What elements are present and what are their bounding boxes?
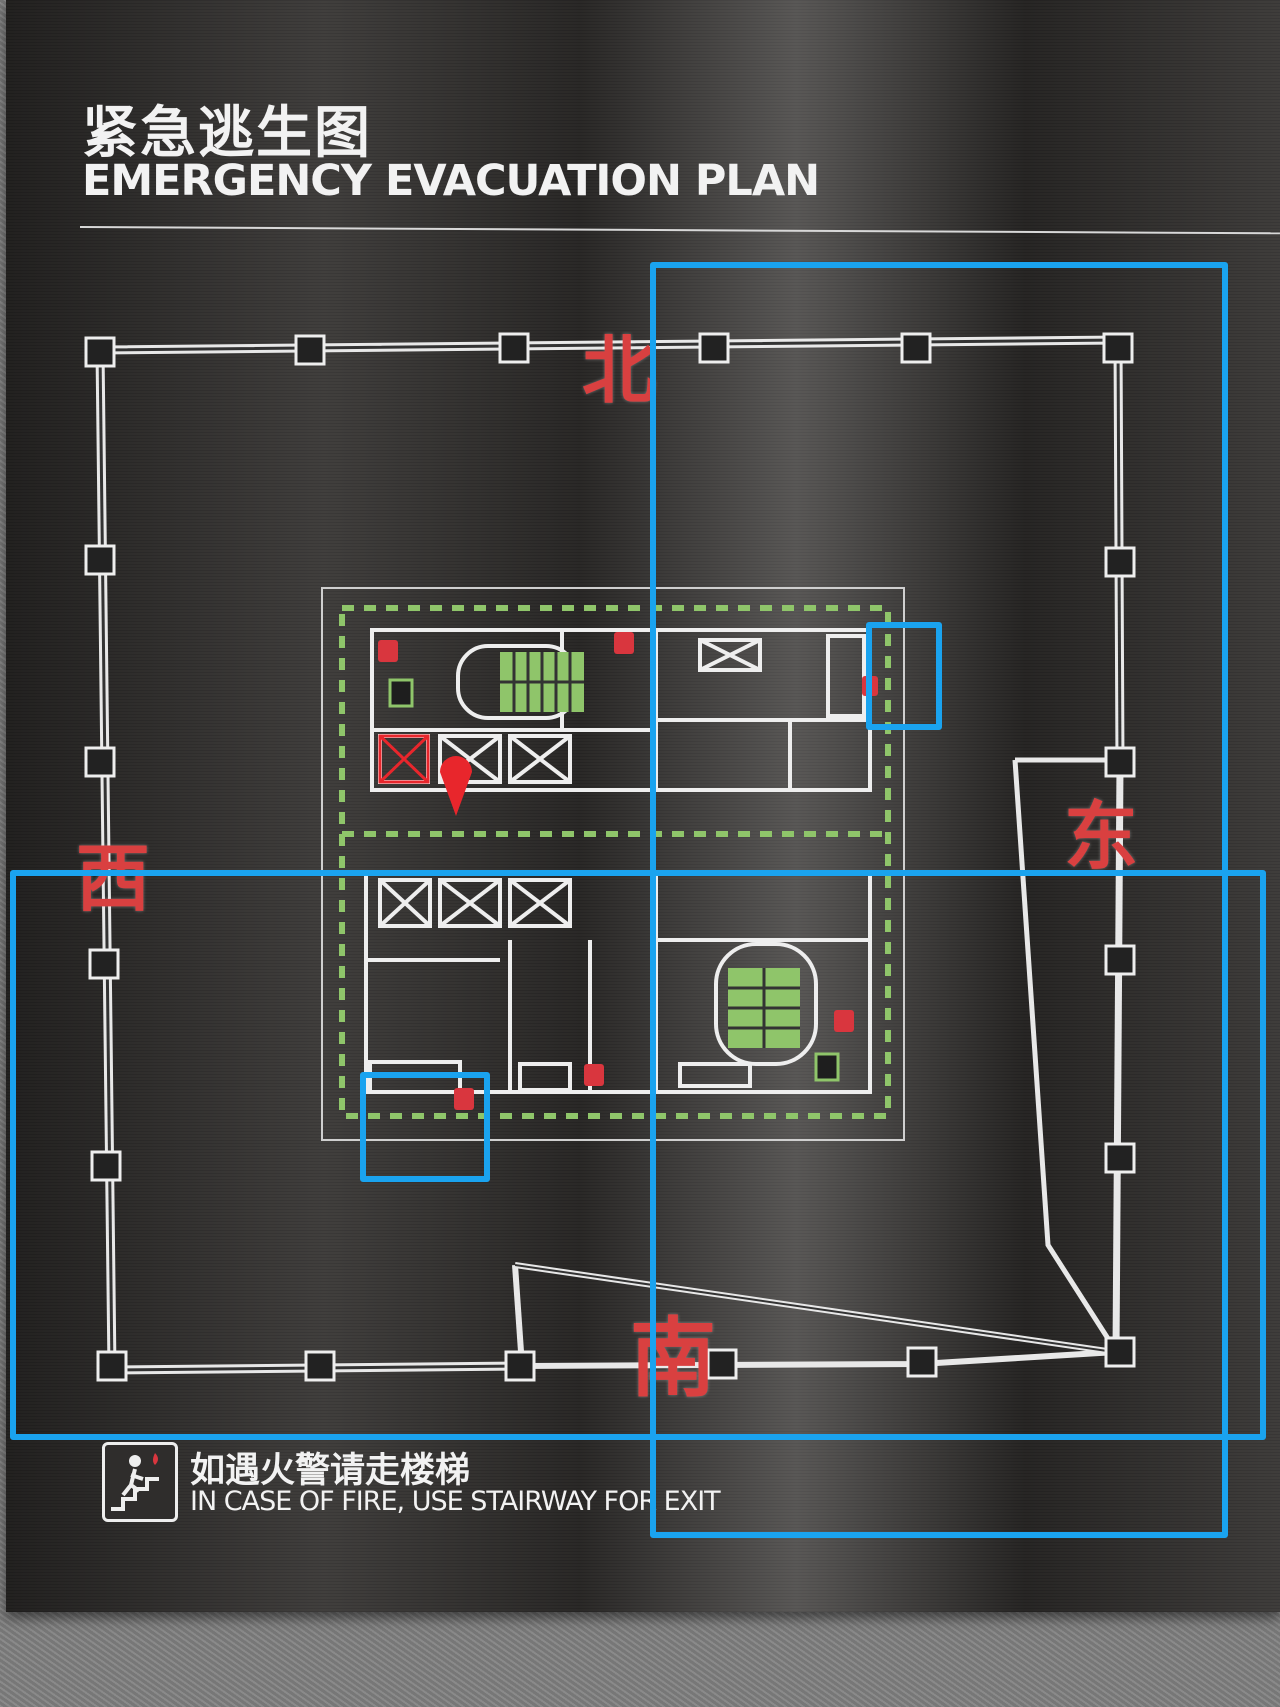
selection-box-extinguisher-east[interactable] [866, 622, 942, 730]
compass-west: 西 [76, 836, 150, 922]
notice-chinese: 如遇火警请走楼梯 [190, 1451, 471, 1491]
stairway-exit-icon [102, 1442, 178, 1522]
compass-east: 东 [1064, 794, 1138, 880]
you-are-here-marker-icon [440, 756, 472, 816]
central-core [321, 587, 905, 1141]
stairs-icon [456, 644, 818, 1066]
evacuation-route [339, 605, 891, 1119]
selection-box-east[interactable] [650, 262, 1228, 1538]
notice-english: IN CASE OF FIRE, USE STAIRWAY FOR EXIT [190, 1486, 721, 1517]
fire-extinguisher-icon [378, 632, 878, 1110]
selection-box-south[interactable] [10, 870, 1266, 1440]
emergency-exit-icon [388, 678, 840, 1082]
structural-columns [84, 332, 1136, 1382]
title-english: EMERGENCY EVACUATION PLAN [82, 156, 820, 206]
selection-box-extinguisher-south[interactable] [360, 1072, 490, 1182]
elevator-icon [378, 734, 430, 784]
compass-north: 北 [582, 328, 656, 414]
title-chinese: 紧急逃生图 [82, 101, 372, 166]
compass-south: 南 [630, 1309, 716, 1409]
